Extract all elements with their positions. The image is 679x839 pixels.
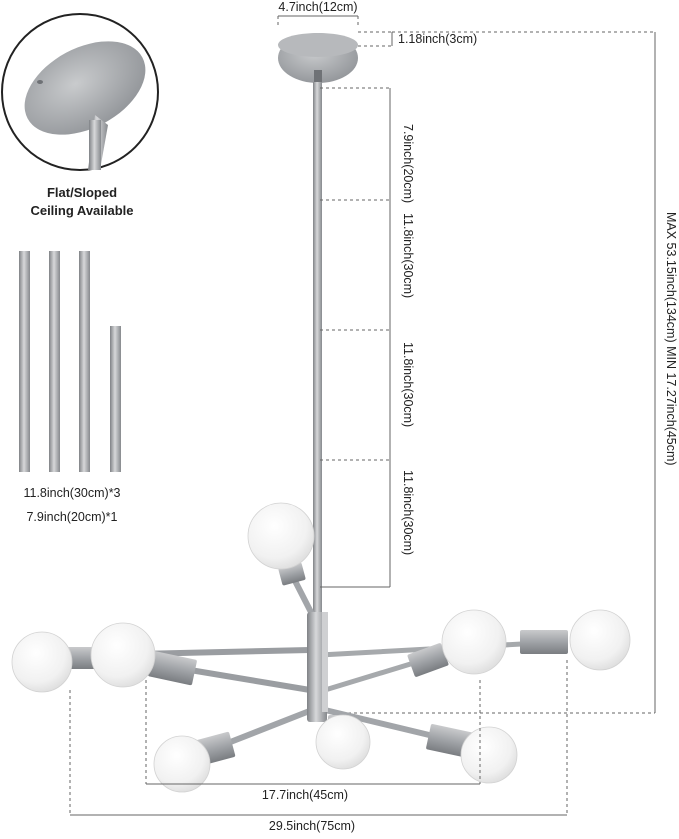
globe-bulb xyxy=(11,631,73,693)
socket xyxy=(407,643,449,677)
rod-segment-3-label: 11.8inch(30cm) xyxy=(401,342,415,427)
globe-bulb xyxy=(460,726,518,784)
canopy-dimension-lines xyxy=(277,15,655,47)
extension-rods xyxy=(19,251,121,472)
extension-rod-short xyxy=(110,326,121,472)
sloped-ceiling-inset xyxy=(1,13,159,171)
center-body-highlight xyxy=(322,612,328,712)
inset-caption-line2: Ceiling Available xyxy=(30,203,133,218)
socket xyxy=(148,651,197,686)
rods-caption-line1: 11.8inch(30cm)*3 xyxy=(23,486,120,500)
outer-span-label: 29.5inch(75cm) xyxy=(269,819,355,833)
rod-segment-4-label: 11.8inch(30cm) xyxy=(401,470,415,555)
rod-segment-dimension-lines xyxy=(320,87,391,588)
globe-bulb xyxy=(315,714,371,770)
ceiling-canopy xyxy=(278,33,358,83)
globe-bulb xyxy=(247,502,315,570)
globe-bulb xyxy=(153,735,211,793)
rod-segment-2-label: 11.8inch(30cm) xyxy=(401,213,415,298)
span-dimension-lines xyxy=(69,660,568,816)
canopy-height-label: 1.18inch(3cm) xyxy=(398,32,477,46)
height-dimension-lines xyxy=(330,32,656,714)
canopy-width-label: 4.7inch(12cm) xyxy=(278,0,357,14)
extension-rod xyxy=(19,251,30,472)
rod-segment-1-label: 7.9inch(20cm) xyxy=(401,124,415,203)
rods-caption-line2: 7.9inch(20cm)*1 xyxy=(26,510,117,524)
globe-bulb xyxy=(90,622,156,688)
socket xyxy=(520,630,568,654)
height-range-label: MAX 53.15inch(134cm) MIN 17.27inch(45cm) xyxy=(664,212,678,466)
extension-rod xyxy=(49,251,60,472)
inset-caption-line1: Flat/Sloped xyxy=(47,185,117,200)
globe-bulbs xyxy=(11,502,631,793)
extension-rod xyxy=(79,251,90,472)
globe-bulb xyxy=(569,609,631,671)
downrod xyxy=(313,82,322,612)
globe-bulb xyxy=(441,609,507,675)
socket xyxy=(68,647,98,669)
inner-span-label: 17.7inch(45cm) xyxy=(262,788,348,802)
